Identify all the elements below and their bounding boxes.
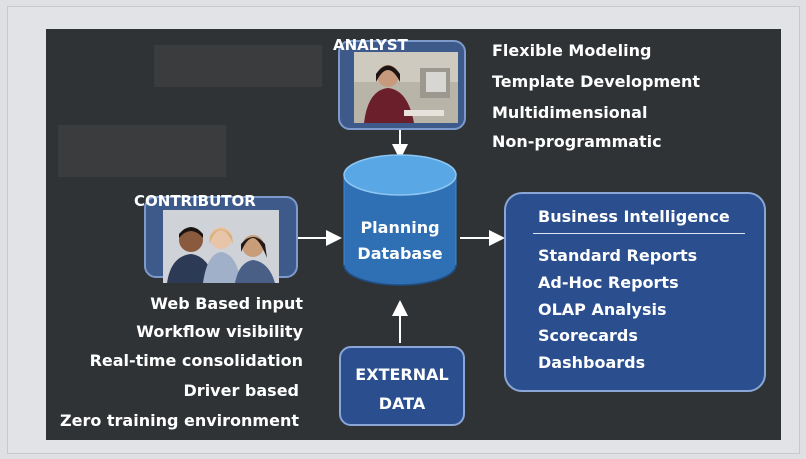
- database-label-line2: Database: [357, 244, 443, 263]
- contributor-photo: [163, 210, 279, 283]
- contributor-feature: Zero training environment: [59, 411, 299, 430]
- analyst-feature: Flexible Modeling: [492, 41, 652, 60]
- analyst-feature: Multidimensional: [492, 103, 648, 122]
- bi-item: OLAP Analysis: [538, 300, 667, 319]
- dark-patch: [154, 45, 322, 87]
- contributor-feature: Driver based: [183, 381, 299, 400]
- analyst-photo: [354, 52, 458, 123]
- database-cylinder-icon: [343, 154, 457, 286]
- business-intelligence-box: [504, 192, 766, 392]
- bi-title: Business Intelligence: [538, 207, 730, 226]
- bi-item: Scorecards: [538, 326, 638, 345]
- analyst-feature: Template Development: [492, 72, 701, 91]
- bi-item: Ad-Hoc Reports: [538, 273, 679, 292]
- contributor-feature: Real-time consolidation: [89, 351, 303, 370]
- analyst-label: ANALYST: [333, 36, 408, 54]
- bi-item: Standard Reports: [538, 246, 698, 265]
- bi-title-divider: [533, 233, 745, 234]
- contributor-feature: Web Based input: [150, 294, 303, 313]
- contributor-feature: Workflow visibility: [136, 322, 303, 341]
- external-data-line2: DATA: [378, 394, 426, 413]
- external-data-box: [339, 346, 465, 426]
- external-data-line1: EXTERNAL: [355, 365, 449, 384]
- bi-item: Dashboards: [538, 353, 646, 372]
- dark-patch: [58, 125, 226, 177]
- analyst-feature: Non-programmatic: [492, 132, 662, 151]
- contributor-label: CONTRIBUTOR: [134, 192, 256, 210]
- database-label-line1: Planning: [360, 218, 440, 237]
